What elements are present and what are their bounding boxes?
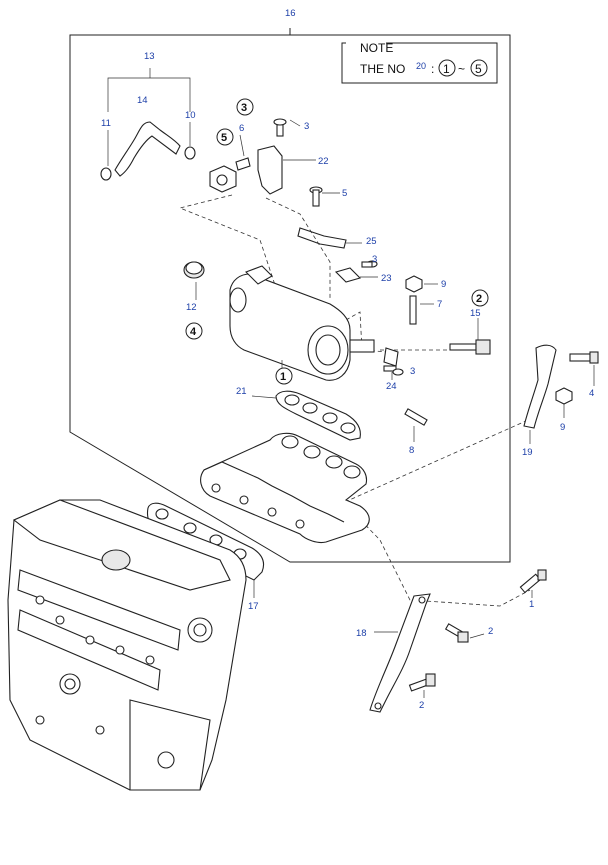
bracket-23 [334,260,378,283]
callout-9b: 9 [560,422,565,433]
circled-ref-4: 4 [185,322,203,340]
dash-line-e [345,504,531,607]
callout-25: 25 [366,236,377,247]
callout-2a: 2 [488,626,493,637]
callout-9a: 9 [441,279,446,290]
note-range-end: 5 [475,62,482,76]
callout-10: 10 [185,110,196,121]
stud-8 [404,408,428,442]
lead-3a [289,119,301,127]
callout-3b: 3 [372,254,377,265]
callout-24: 24 [386,381,397,392]
callout-7: 7 [437,299,442,310]
callout-2b: 2 [419,700,424,711]
bracket-22 [257,118,316,195]
callout-23: 23 [381,273,392,284]
bolt-5 [309,186,340,207]
assembly-frame [69,28,511,563]
cap-12 [183,261,205,279]
callout-21: 21 [236,386,247,397]
note-colon: : [431,62,434,76]
callout-12: 12 [186,302,197,313]
gasket-21 [251,390,361,441]
note-small-number: 20 [416,61,426,71]
note-range-start: 1 [443,62,450,76]
callout-5: 5 [342,188,347,199]
dash-line-a [178,194,283,341]
bolt-2-upper [444,623,485,643]
stay-18 [369,593,431,713]
callout-6: 6 [239,123,244,134]
callout-3a: 3 [304,121,309,132]
svg-text:5: 5 [221,132,227,144]
sensor-15 [449,318,491,355]
callout-13: 13 [144,51,155,62]
svg-text:3: 3 [241,102,247,114]
bracket-25 [297,227,362,249]
callout-1: 1 [529,599,534,610]
bracket-19 [523,344,599,444]
callout-19: 19 [522,447,533,458]
circled-ref-3: 3 [236,98,254,116]
callout-3c: 3 [410,366,415,377]
hose-assembly [100,68,196,181]
nut-stud-group [405,275,438,325]
svg-text:1: 1 [280,371,286,383]
callout-15: 15 [470,308,481,319]
callout-16: 16 [285,8,296,19]
note-box: NOTE THE NO 20 : 1 ~ 5 [341,40,498,84]
bolt-2-lower [408,673,436,698]
note-line-prefix: THE NO [360,62,405,76]
callout-8: 8 [409,445,414,456]
callout-17: 17 [248,601,259,612]
note-title: NOTE [360,41,393,55]
bolt-1 [519,569,547,598]
circled-ref-5: 5 [216,128,234,146]
callout-22: 22 [318,156,329,167]
dash-line-b [265,197,331,300]
valve-part [209,134,251,193]
dash-line-c [345,311,389,353]
circled-ref-1: 1 [275,367,293,385]
throttle-body [229,265,375,381]
dash-line-f [344,419,529,503]
callout-14: 14 [137,95,148,106]
bracket-24 [383,347,404,376]
note-range-sep: ~ [458,62,465,76]
callout-11: 11 [101,118,111,129]
circled-ref-2: 2 [471,289,489,307]
engine-block [7,499,247,791]
callout-4: 4 [589,388,594,399]
svg-text:2: 2 [476,293,482,305]
svg-text:4: 4 [190,326,197,338]
intake-manifold [200,432,370,544]
callout-18: 18 [356,628,367,639]
